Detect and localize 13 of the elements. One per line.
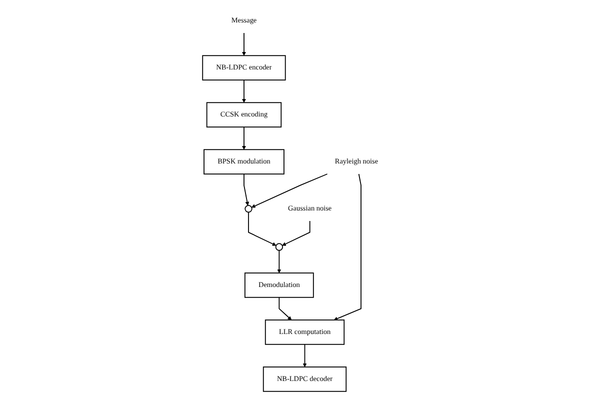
arrow: [279, 296, 292, 320]
arrow: [252, 174, 328, 208]
arrow: [242, 32, 246, 56]
arrow: [242, 80, 246, 103]
arrow: [282, 220, 311, 246]
arrow: [248, 212, 277, 246]
arrow: [278, 250, 282, 274]
arrow: [303, 344, 308, 368]
arrow: [334, 174, 362, 320]
arrow: [242, 126, 246, 150]
node-circle: [276, 243, 284, 251]
arrow: [244, 174, 250, 206]
node-circle: [245, 204, 253, 213]
